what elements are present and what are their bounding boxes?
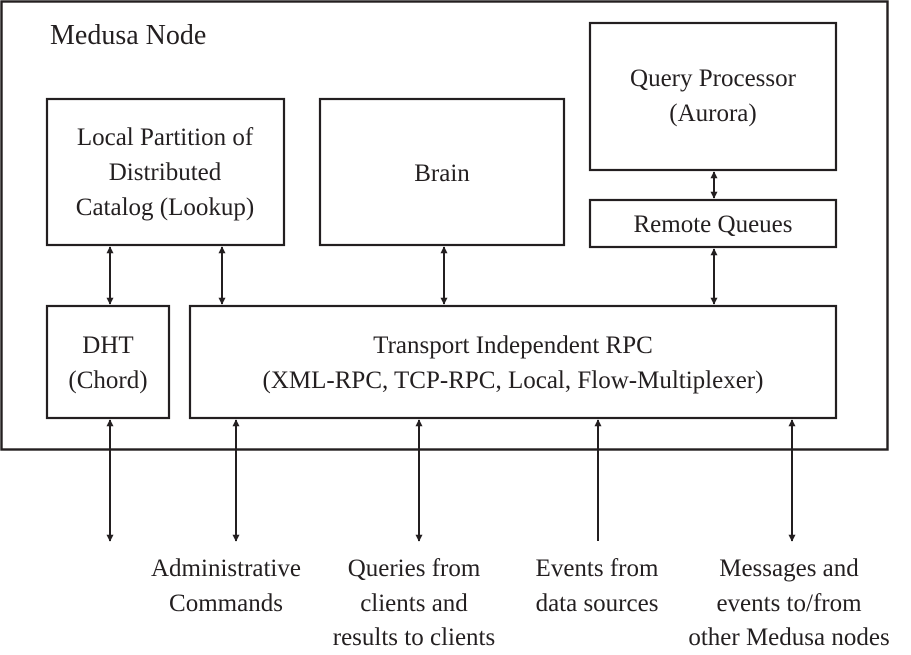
rpc-box: Transport Independent RPC (XML-RPC, TCP-… (188, 304, 838, 420)
data-sources-line-1: Events from (536, 555, 659, 582)
medusa-node-frame (0, 0, 889, 451)
admin-commands-line-1: Administrative (151, 555, 301, 582)
data-sources-label: Events from data sources (536, 555, 659, 617)
remote-queues-box: Remote Queues (588, 198, 838, 249)
queries-clients-label: Queries from clients and results to clie… (333, 555, 495, 651)
catalog-label-line-3: Catalog (Lookup) (76, 194, 254, 221)
admin-commands-line-2: Commands (169, 590, 283, 617)
dht-label-line-2: (Chord) (68, 367, 147, 394)
other-nodes-line-1: Messages and (719, 555, 859, 582)
dht-box: DHT (Chord) (45, 304, 171, 420)
brain-label: Brain (414, 160, 470, 187)
queries-clients-line-1: Queries from (348, 555, 481, 582)
query-processor-label-line-1: Query Processor (630, 65, 797, 92)
other-nodes-line-3: other Medusa nodes (688, 624, 889, 651)
other-nodes-label: Messages and events to/from other Medusa… (688, 555, 889, 651)
catalog-label-line-1: Local Partition of (77, 124, 254, 151)
brain-box: Brain (318, 97, 566, 247)
queries-clients-line-2: clients and (360, 590, 468, 617)
other-nodes-line-2: events to/from (716, 590, 862, 617)
admin-commands-label: Administrative Commands (151, 555, 301, 617)
remote-queues-label: Remote Queues (634, 211, 793, 238)
dht-label-line-1: DHT (82, 332, 133, 359)
catalog-box: Local Partition of Distributed Catalog (… (45, 97, 286, 247)
rpc-label-line-2: (XML-RPC, TCP-RPC, Local, Flow-Multiplex… (263, 367, 764, 394)
medusa-node-title: Medusa Node (50, 20, 206, 51)
queries-clients-line-3: results to clients (333, 624, 495, 651)
data-sources-line-2: data sources (536, 590, 659, 617)
query-processor-label-line-2: (Aurora) (669, 100, 756, 127)
catalog-label-line-2: Distributed (109, 159, 222, 186)
rpc-label-line-1: Transport Independent RPC (373, 332, 653, 359)
query-processor-box: Query Processor (Aurora) (588, 21, 838, 172)
